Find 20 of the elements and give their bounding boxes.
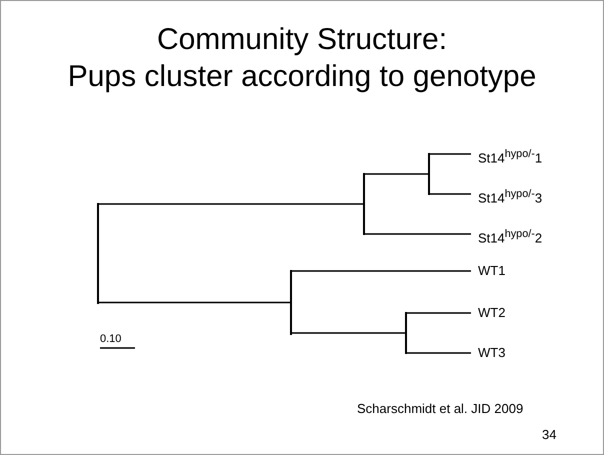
citation: Scharschmidt et al. JID 2009 bbox=[357, 401, 524, 416]
page-number: 34 bbox=[542, 427, 556, 442]
taxon-label: WT1 bbox=[472, 262, 506, 280]
slide-title: Community Structure: Pups cluster according to genotype bbox=[66, 22, 538, 95]
taxon-label: WT3 bbox=[472, 344, 506, 362]
branch-line bbox=[406, 312, 471, 314]
taxon-label: St14$^{hypo/-}$2 bbox=[472, 225, 542, 248]
branch-line bbox=[98, 302, 291, 304]
branch-line bbox=[364, 173, 429, 175]
branch-line bbox=[98, 203, 364, 205]
taxon-label: St14$^{hypo/-}$1 bbox=[472, 145, 542, 168]
branch-line bbox=[406, 352, 471, 354]
taxon-label: St14$^{hypo/-}$3 bbox=[472, 185, 542, 208]
branch-line bbox=[429, 153, 471, 155]
branch-line bbox=[364, 233, 471, 235]
branch-line bbox=[291, 332, 406, 334]
scale-value: 0.10 bbox=[100, 333, 122, 345]
branch-line bbox=[291, 270, 471, 272]
branch-line bbox=[429, 193, 471, 195]
taxon-label: WT2 bbox=[472, 304, 506, 322]
